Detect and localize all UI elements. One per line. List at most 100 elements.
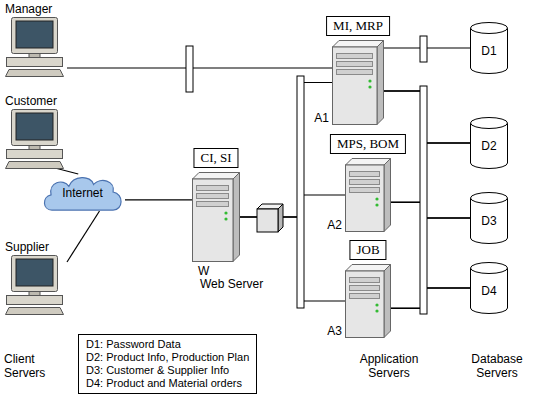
server-side bbox=[384, 265, 391, 338]
server-side bbox=[233, 173, 240, 262]
keyboard bbox=[6, 162, 64, 169]
drive-bay bbox=[350, 278, 380, 283]
network-link bbox=[391, 218, 470, 308]
server-code: A2 bbox=[327, 218, 342, 232]
server-function-box: JOB bbox=[349, 240, 386, 260]
cylinder-body bbox=[471, 198, 508, 244]
computer-label: Supplier bbox=[5, 240, 67, 254]
status-light bbox=[368, 85, 371, 88]
computer-label: Customer bbox=[5, 94, 67, 108]
legend-box: D1: Password DataD2: Product Info, Produ… bbox=[78, 334, 257, 394]
keyboard bbox=[6, 308, 64, 315]
application-bus bbox=[297, 76, 304, 308]
monitor-case bbox=[12, 18, 58, 54]
server-tower: JOBA3 bbox=[345, 264, 391, 338]
computer-base bbox=[7, 150, 63, 159]
monitor-case bbox=[12, 256, 58, 292]
database-label: D1 bbox=[481, 44, 496, 58]
computer-icon bbox=[5, 17, 65, 77]
monitor-case bbox=[12, 110, 58, 146]
status-light bbox=[375, 303, 378, 306]
drive-bay bbox=[350, 172, 380, 177]
legend-line: D3: Customer & Supplier Info bbox=[86, 364, 249, 377]
drive-bay bbox=[337, 70, 373, 75]
cylinder-body bbox=[471, 28, 508, 74]
server-front bbox=[193, 179, 234, 262]
server-function-box: MPS, BOM bbox=[330, 134, 406, 154]
monitor-screen bbox=[16, 21, 53, 48]
server-icon bbox=[332, 40, 384, 125]
server-code: A1 bbox=[314, 111, 329, 125]
drive-bay bbox=[350, 180, 380, 185]
manager-link-bar bbox=[186, 46, 193, 92]
server-top bbox=[333, 41, 384, 48]
cylinder-body bbox=[471, 268, 508, 314]
legend-line: D1: Password Data bbox=[86, 338, 249, 351]
computer-icon bbox=[5, 109, 65, 169]
network-link bbox=[391, 202, 470, 288]
server-front bbox=[346, 271, 385, 338]
server-top bbox=[346, 265, 391, 272]
server-icon bbox=[345, 158, 391, 232]
server-side bbox=[377, 41, 384, 125]
server-caption: Web Server bbox=[200, 277, 263, 291]
server-tower: CI, SIWWeb Server bbox=[192, 172, 240, 262]
cylinder-top bbox=[471, 263, 508, 274]
drive-bay bbox=[350, 294, 380, 299]
firewall-side bbox=[278, 204, 283, 232]
cylinder-top bbox=[471, 118, 508, 129]
cylinder-top bbox=[471, 23, 508, 34]
server-top bbox=[193, 173, 240, 180]
status-light bbox=[375, 197, 378, 200]
firewall-front bbox=[257, 209, 278, 232]
network-link bbox=[391, 202, 470, 218]
status-light bbox=[375, 309, 378, 312]
database-cylinder: D1 bbox=[470, 22, 508, 74]
database-cylinder: D3 bbox=[470, 192, 508, 244]
monitor-neck bbox=[29, 146, 40, 150]
server-code: A3 bbox=[327, 324, 342, 338]
server-tower: MPS, BOMA2 bbox=[345, 158, 391, 232]
server-front bbox=[333, 47, 378, 125]
network-link bbox=[391, 143, 470, 308]
database-label: D2 bbox=[481, 139, 496, 153]
server-front bbox=[346, 165, 385, 232]
server-top bbox=[346, 159, 391, 166]
client-computer: Customer bbox=[5, 94, 67, 168]
annotation-label: Database Servers bbox=[462, 352, 532, 380]
monitor-neck bbox=[29, 54, 40, 58]
drive-bay bbox=[350, 188, 380, 193]
server-function-box: MI, MRP bbox=[326, 16, 390, 36]
computer-icon bbox=[5, 255, 65, 315]
status-light bbox=[224, 217, 227, 220]
database-label: D4 bbox=[481, 284, 496, 298]
legend-line: D4: Product and Material orders bbox=[86, 377, 249, 390]
network-link bbox=[240, 195, 345, 217]
annotation-label: Application Servers bbox=[350, 352, 428, 380]
legend-line: D2: Product Info, Production Plan bbox=[86, 351, 249, 364]
status-light bbox=[368, 79, 371, 82]
cylinder-top bbox=[471, 193, 508, 204]
internet-cloud: Internet bbox=[40, 174, 125, 211]
monitor-screen bbox=[16, 259, 53, 286]
server-tower: MI, MRPA1 bbox=[332, 40, 384, 125]
computer-base bbox=[7, 58, 63, 67]
computer-base bbox=[7, 296, 63, 305]
status-light bbox=[224, 211, 227, 214]
cylinder-body bbox=[471, 123, 508, 169]
drive-bay bbox=[350, 286, 380, 291]
cloud-label: Internet bbox=[40, 186, 125, 200]
drive-bay bbox=[197, 194, 229, 199]
database-cylinder: D2 bbox=[470, 117, 508, 169]
network-link bbox=[391, 288, 470, 308]
password-db-bar bbox=[420, 36, 427, 62]
database-bus bbox=[420, 86, 427, 314]
computer-label: Manager bbox=[5, 2, 67, 16]
drive-bay bbox=[197, 202, 229, 207]
client-computer: Manager bbox=[5, 2, 67, 76]
annotation-label: Client Servers bbox=[4, 352, 56, 380]
server-function-box: CI, SI bbox=[193, 148, 238, 168]
status-light bbox=[375, 203, 378, 206]
database-cylinder: D4 bbox=[470, 262, 508, 314]
